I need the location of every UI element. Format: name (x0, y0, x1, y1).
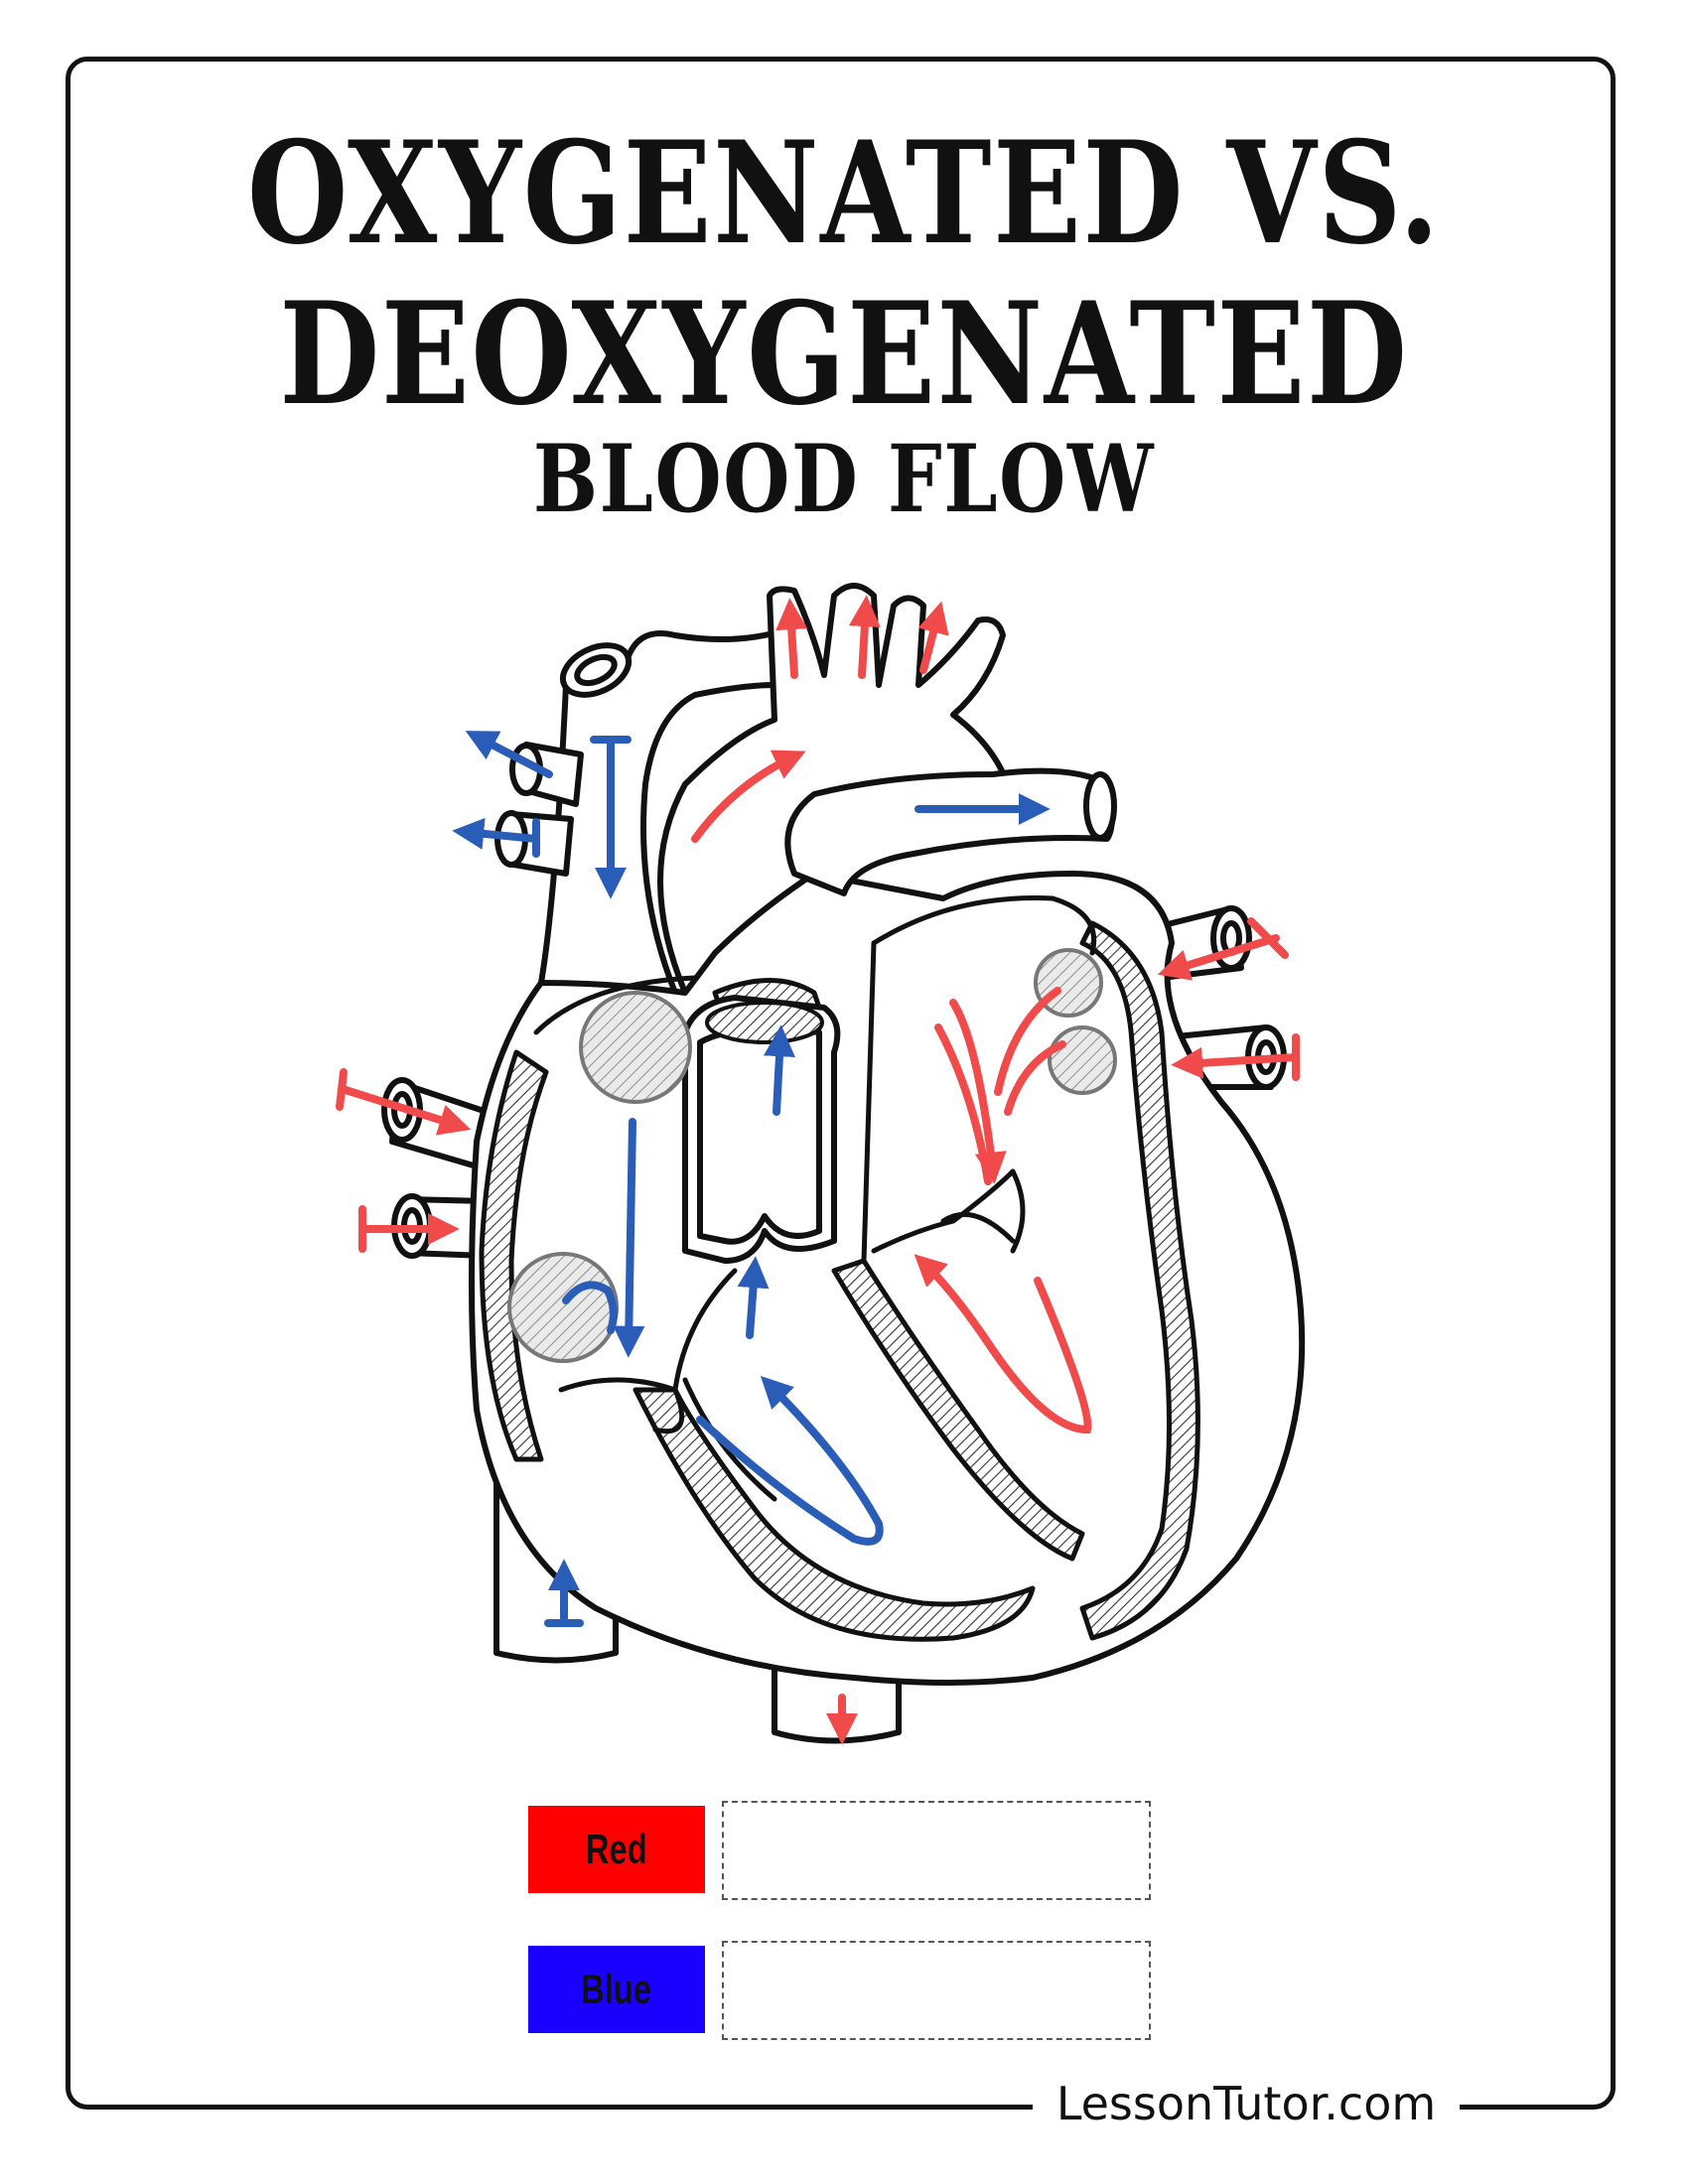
blue-arrow-branch-1 (465, 731, 553, 778)
blue-arrow-valve (764, 1024, 795, 1116)
title-line-2: DEOXYGENATED (279, 272, 1409, 437)
septum-wall (633, 1387, 1036, 1642)
left-heart-wall (1079, 920, 1200, 1641)
av-node (507, 1252, 619, 1363)
legend-blue-label: Blue (581, 1966, 652, 2012)
red-arrow-la-1 (949, 999, 1007, 1184)
title-line-3: BLOOD FLOW (532, 425, 1156, 534)
title-line-1: OXYGENATED VS. (246, 111, 1442, 276)
legend-blue-swatch: Blue (528, 1946, 705, 2033)
red-arrow-pv-left-2 (1171, 1046, 1300, 1079)
red-arrow-aorta-1 (775, 598, 808, 679)
red-arrow-pv-left-1 (1157, 934, 1280, 981)
left-valve-lower (1048, 1025, 1117, 1095)
blue-arrow-tricuspid (562, 1281, 618, 1334)
red-arrow-arch (691, 750, 806, 843)
blue-arrow-rv (696, 1375, 884, 1546)
legend-red-label: Red (586, 1826, 647, 1872)
superior-vena-cava (537, 627, 787, 1016)
ventricle-septum-wall (831, 1258, 1085, 1562)
blue-arrow-rv-up (737, 1256, 770, 1339)
red-arrow-aorta-2 (848, 595, 881, 679)
red-arrow-lv (914, 1254, 1092, 1434)
red-arrow-pv-right-1 (342, 1086, 472, 1136)
page-frame (66, 57, 1616, 2110)
right-heart-wall (479, 1049, 549, 1462)
red-arrow-aorta-3 (917, 601, 949, 674)
blue-arrow-branch-2 (452, 817, 540, 850)
footer-brand: LessonTutor.com (1033, 2077, 1460, 2130)
legend-red-swatch: Red (528, 1806, 705, 1893)
legend-blue-answer-box[interactable] (722, 1941, 1151, 2040)
blue-arrow-ra (613, 1118, 645, 1358)
sa-node (579, 991, 692, 1104)
legend-red-answer-box[interactable] (722, 1801, 1151, 1900)
